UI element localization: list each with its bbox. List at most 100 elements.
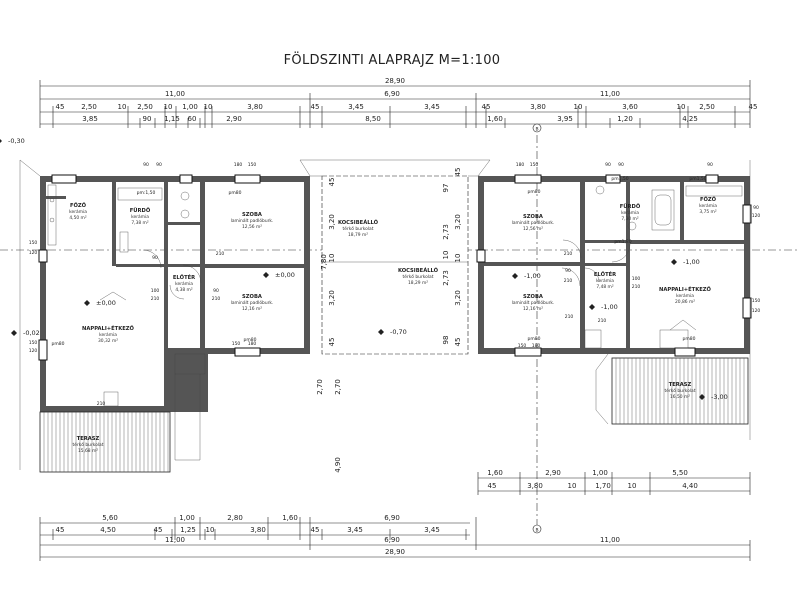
level-marker-symbol bbox=[378, 329, 384, 335]
room-name: TERASZ bbox=[77, 436, 100, 442]
opening-label: 90 bbox=[605, 162, 611, 168]
room-finish: térkő burkolat bbox=[343, 225, 374, 232]
dimension-label: 3,85 bbox=[82, 115, 98, 123]
opening-label: pm80 bbox=[528, 189, 541, 195]
left-unit-fixtures bbox=[47, 184, 202, 407]
room-area: 4,38 m² bbox=[175, 287, 192, 293]
room-finish: kerámia bbox=[175, 280, 193, 287]
level-markers: -0,30-0,02±0,00±0,00-0,70-1,00-1,00-1,00… bbox=[0, 137, 728, 401]
section-mark-letter: B bbox=[535, 127, 538, 133]
room-finish: kerámia bbox=[621, 209, 639, 216]
room-name: NAPPALI+ÉTKEZŐ bbox=[82, 324, 134, 332]
vertical-dimension-label: 10 bbox=[454, 254, 462, 263]
dimension-label: 1,60 bbox=[487, 469, 503, 477]
level-marker-symbol bbox=[263, 272, 269, 278]
right-unit-windows bbox=[476, 174, 752, 357]
dimension-label: 2,90 bbox=[226, 115, 242, 123]
level-value: -1,00 bbox=[683, 258, 700, 266]
opening-label: 150 bbox=[232, 341, 241, 347]
opening-label: 120 bbox=[752, 308, 761, 314]
room-area: 12,16 m² bbox=[242, 306, 262, 312]
level-value: -1,00 bbox=[524, 272, 541, 280]
dimension-label: 3,45 bbox=[348, 103, 364, 111]
opening-label: 150 bbox=[518, 343, 527, 349]
dimension-label: 45 bbox=[749, 103, 758, 111]
dimension-label: 6,90 bbox=[384, 536, 400, 544]
dimension-label: 10 bbox=[164, 103, 173, 111]
level-value: -0,70 bbox=[390, 328, 407, 336]
level-marker-symbol bbox=[699, 394, 705, 400]
dimension-label: 3,45 bbox=[424, 103, 440, 111]
opening-label: pm80 bbox=[528, 336, 541, 342]
dimension-label: 3,45 bbox=[347, 526, 363, 534]
dimension-label: 1,00 bbox=[179, 514, 195, 522]
left-terrace bbox=[39, 411, 171, 473]
room-finish: kerámia bbox=[131, 213, 149, 220]
room-area: 12,56 m² bbox=[523, 226, 543, 232]
room-name: KOCSIBEÁLLÓ bbox=[338, 219, 379, 226]
dimension-label: 3,80 bbox=[250, 526, 266, 534]
room-name: FŐZŐ bbox=[70, 202, 87, 209]
room-name: FÜRDŐ bbox=[130, 207, 151, 214]
vertical-dimension-label: 45 bbox=[328, 178, 336, 187]
dimension-label: 28,90 bbox=[385, 548, 405, 556]
opening-label: 210 bbox=[565, 314, 574, 320]
opening-label: 150 bbox=[29, 340, 38, 346]
room-name: NAPPALI+ÉTKEZŐ bbox=[659, 285, 711, 293]
opening-label: 90 bbox=[753, 205, 759, 211]
room-area: 15,68 m² bbox=[78, 448, 98, 454]
dimension-label: 45 bbox=[311, 526, 320, 534]
opening-label: 120 bbox=[29, 250, 38, 256]
room-area: 20,86 m² bbox=[675, 299, 695, 305]
room-area: 12,56 m² bbox=[242, 224, 262, 230]
dimension-label: 6,90 bbox=[384, 514, 400, 522]
room-finish: kerámia bbox=[69, 208, 87, 215]
vertical-dimension-label: 98 bbox=[442, 336, 450, 345]
level-value: -3,00 bbox=[711, 393, 728, 401]
room-name: FŐZŐ bbox=[700, 196, 717, 203]
opening-label: 120 bbox=[29, 348, 38, 354]
level-marker-symbol bbox=[11, 330, 17, 336]
dimension-label: 8,50 bbox=[365, 115, 381, 123]
vertical-dimension-label: 3,20 bbox=[454, 290, 462, 306]
opening-label: pm80 bbox=[244, 337, 257, 343]
vertical-dimension-label: 2,73 bbox=[442, 224, 450, 240]
dimension-label: 4,50 bbox=[100, 526, 116, 534]
dimension-label: 2,50 bbox=[137, 103, 153, 111]
bottom-dimension-lines bbox=[39, 472, 751, 561]
room-finish: kerámia bbox=[676, 292, 694, 299]
room-name: SZOBA bbox=[523, 214, 543, 220]
room-area: 18,79 m² bbox=[348, 232, 368, 238]
room-finish: laminált padlóburk. bbox=[231, 217, 274, 224]
dimension-label: 10 bbox=[628, 482, 637, 490]
opening-label: 150 bbox=[530, 162, 539, 168]
opening-label: 210 bbox=[97, 401, 106, 407]
room-name: ELŐTÉR bbox=[173, 273, 195, 281]
room-finish: kerámia bbox=[99, 331, 117, 338]
opening-label: 180 bbox=[516, 162, 525, 168]
opening-label: 210 bbox=[564, 278, 573, 284]
dimension-label: 10 bbox=[118, 103, 127, 111]
vertical-dimension-label: 7,80 bbox=[320, 254, 328, 270]
room-area: 3,75 m² bbox=[699, 209, 716, 215]
room-name: ELŐTÉR bbox=[594, 270, 616, 278]
opening-label: pm80 bbox=[683, 336, 696, 342]
room-area: 16,50 m² bbox=[670, 394, 690, 400]
room-area: 7,48 m² bbox=[596, 284, 613, 290]
room-name: KOCSIBEÁLLÓ bbox=[398, 267, 439, 274]
opening-label: pm80 bbox=[229, 190, 242, 196]
dimension-label: 60 bbox=[188, 115, 197, 123]
room-finish: térkő burkolat bbox=[403, 273, 434, 280]
room-finish: laminált padlóburk. bbox=[512, 219, 555, 226]
room-area: 7,38 m² bbox=[131, 220, 148, 226]
opening-label: 210 bbox=[151, 296, 160, 302]
dimension-label: 10 bbox=[568, 482, 577, 490]
dimension-label: 45 bbox=[56, 526, 65, 534]
roof-outline bbox=[19, 159, 751, 470]
vertical-dimension-label: 45 bbox=[454, 338, 462, 347]
